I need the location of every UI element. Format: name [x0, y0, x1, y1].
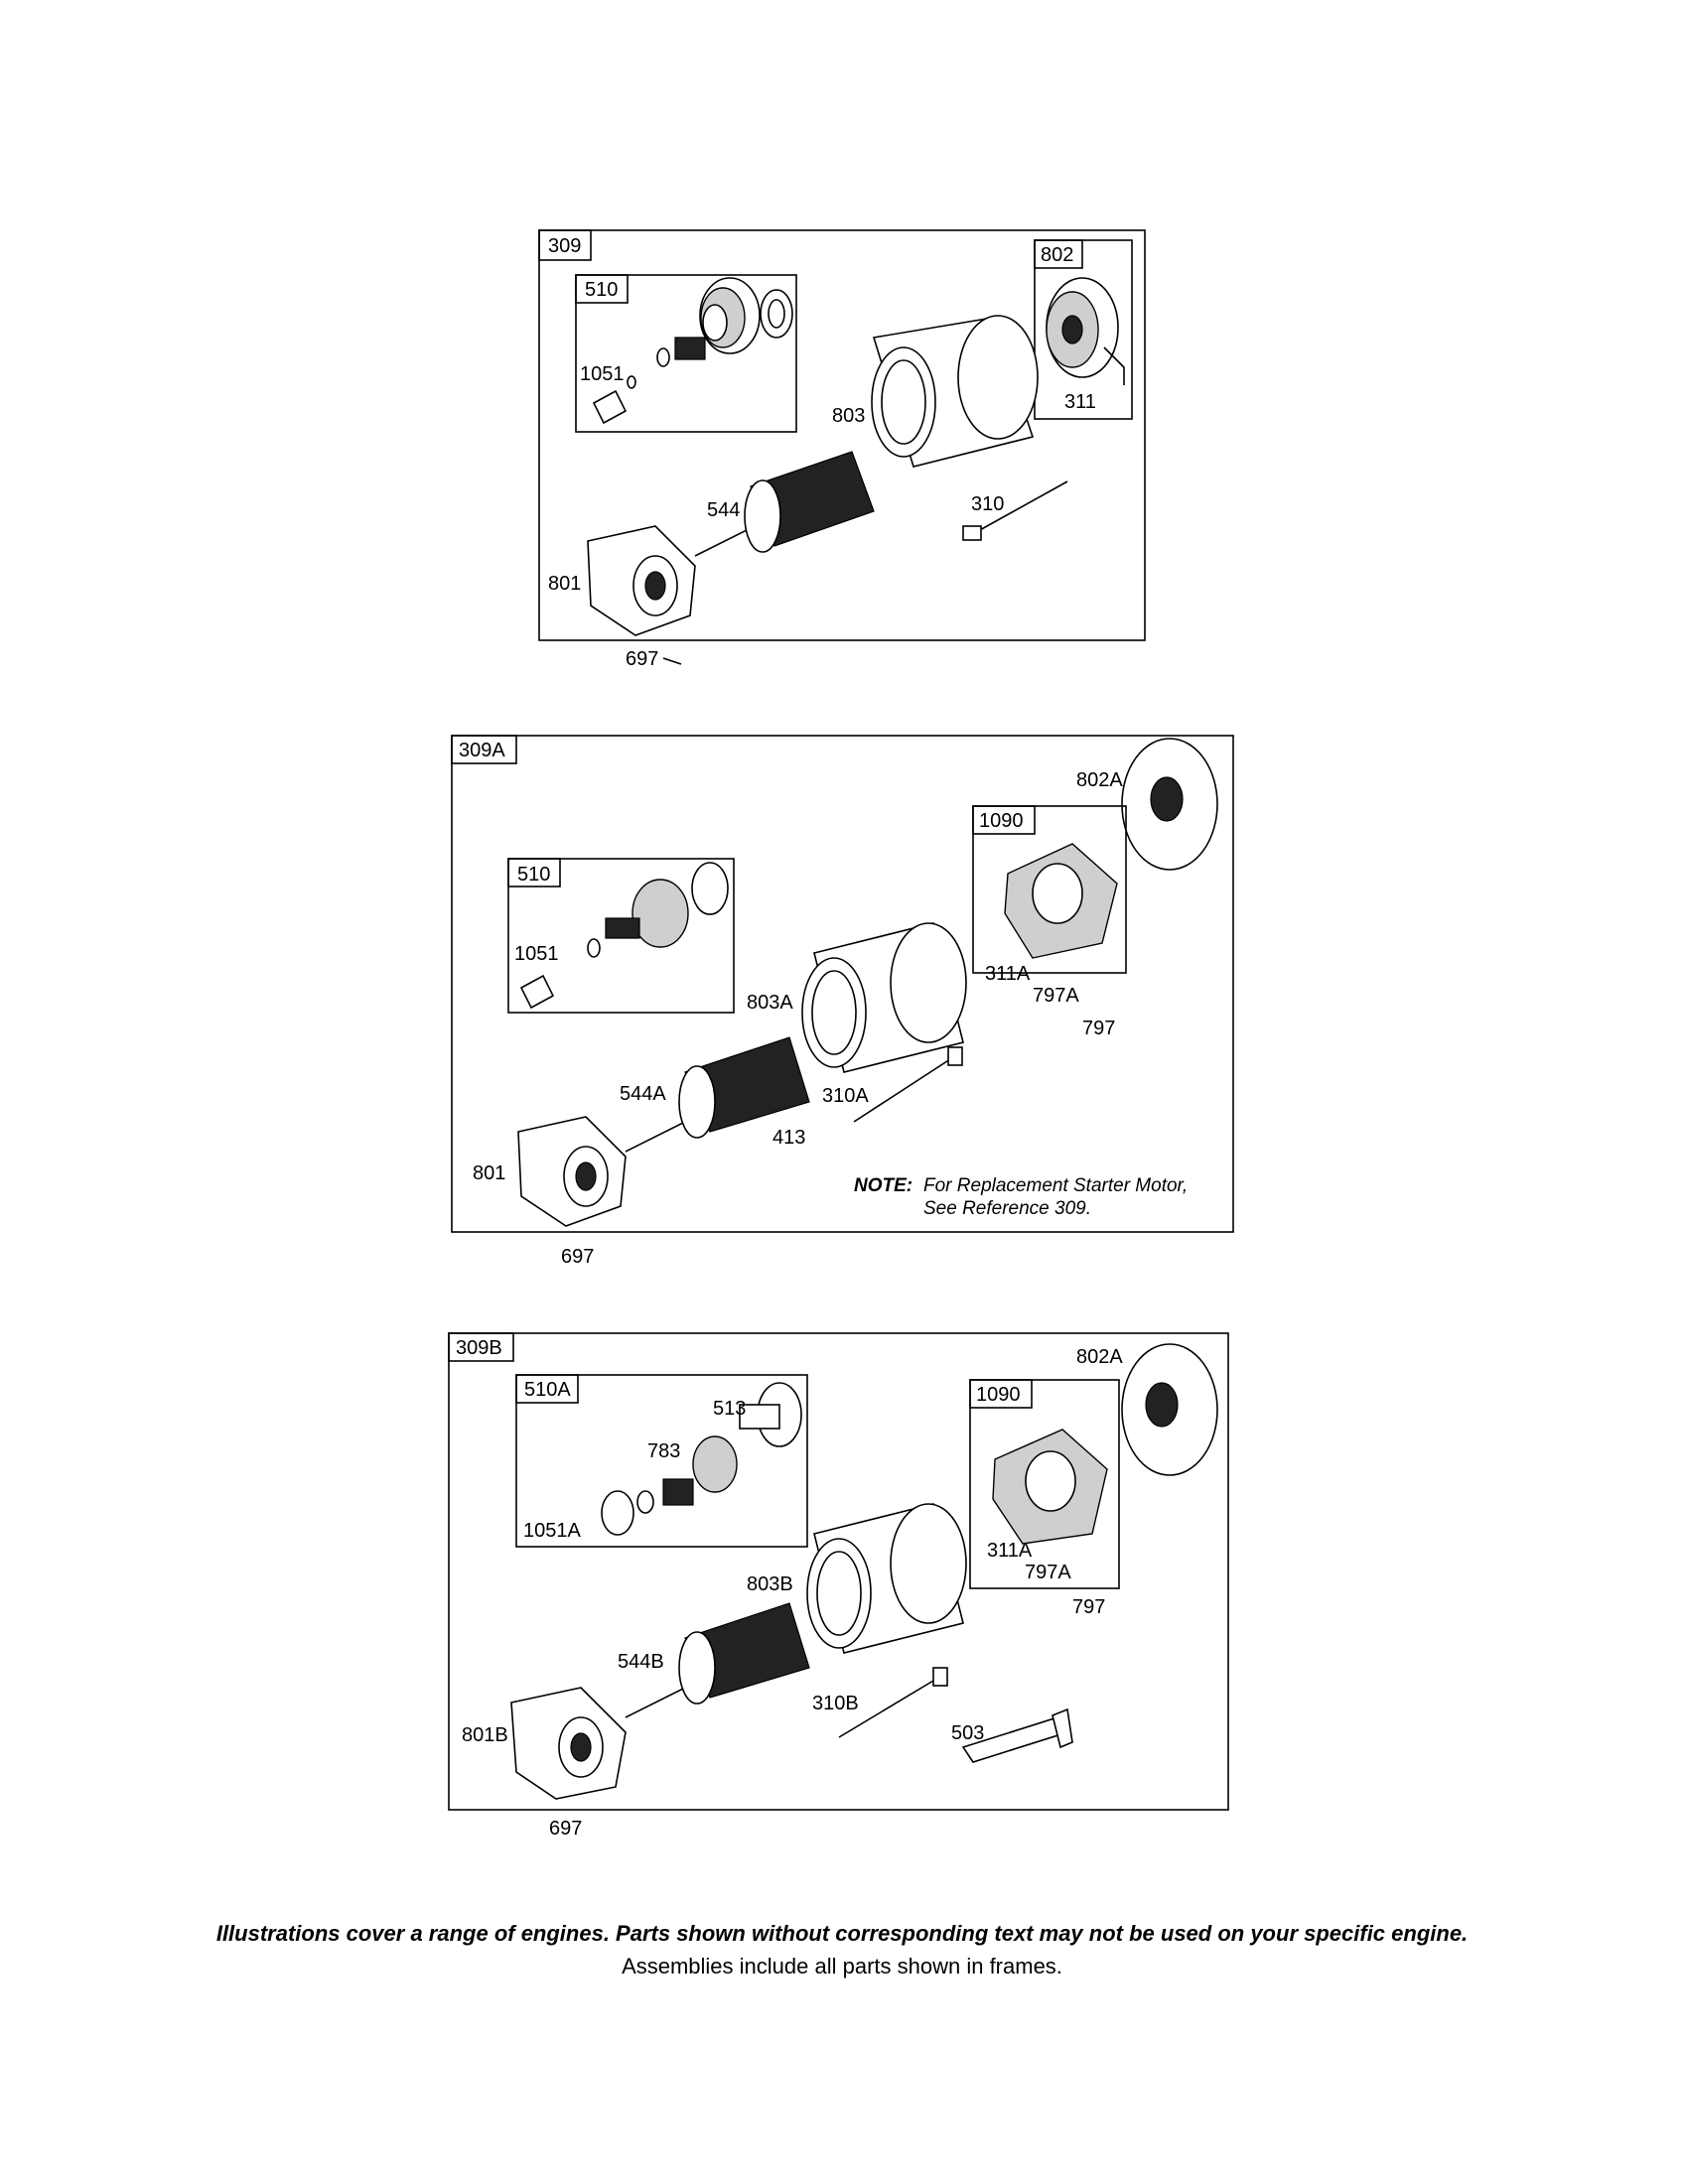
ref-309A: 309A: [459, 740, 505, 761]
callout-802A-b: 802A: [1076, 1346, 1123, 1368]
end-plate-802A-drawing: [1121, 738, 1218, 871]
subframe-1090: [972, 805, 1127, 974]
frame-309A: [451, 735, 1234, 1233]
subframe-tag-802: [1034, 239, 1083, 269]
pinion-drive-a-drawing: [519, 862, 729, 1010]
callout-544: 544: [707, 499, 740, 521]
subframe-510: [575, 274, 797, 433]
bracket-801-a-drawing: [517, 1116, 627, 1227]
subframe-510-a: [507, 858, 735, 1014]
armature-drawing: [694, 451, 875, 557]
armature-544A-drawing: [625, 1036, 810, 1153]
callout-311: 311: [1064, 391, 1096, 413]
note-label: NOTE:: [854, 1175, 912, 1196]
callout-801B: 801B: [462, 1724, 508, 1746]
callout-802: 802: [1041, 244, 1073, 266]
subframe-tag-1090: [972, 805, 1036, 835]
brush-holder-drawing: [1004, 843, 1118, 959]
brush-holder-b-drawing: [992, 1429, 1108, 1545]
bracket-801-drawing: [587, 525, 696, 636]
callout-803: 803: [832, 405, 865, 427]
pinion-drive-510A-drawing: [601, 1382, 802, 1536]
callout-797A: 797A: [1033, 985, 1079, 1007]
callout-311A-b: 311A: [987, 1540, 1033, 1562]
callout-783: 783: [647, 1440, 680, 1462]
diagram-309B: 309B 802A 510A 513 783 1051A 1090 311A: [448, 1332, 1229, 1840]
subframe-510A: [515, 1374, 808, 1548]
bolt-310B-drawing: [838, 1667, 948, 1738]
callout-544B: 544B: [618, 1651, 664, 1673]
note-line-1: For Replacement Starter Motor,: [923, 1175, 1188, 1196]
housing-803A-drawing: [801, 922, 967, 1073]
callout-697-a: 697: [561, 1246, 594, 1268]
frame-309: [538, 229, 1146, 641]
callout-802A: 802A: [1076, 769, 1123, 791]
callout-510-a: 510: [517, 864, 550, 886]
end-plate-802A-b-drawing: [1121, 1343, 1218, 1476]
callout-803A: 803A: [747, 992, 793, 1014]
callout-413: 413: [772, 1127, 805, 1149]
callout-1051A: 1051A: [523, 1520, 581, 1542]
callout-697: 697: [626, 648, 658, 670]
housing-drawing: [871, 315, 1039, 468]
frame-309B: [448, 1332, 1229, 1811]
plate-503-drawing: [961, 1707, 1073, 1763]
subframe-tag-510-a: [507, 858, 561, 887]
diagram-309A: 309A 802A 1090 311A 797A 510 1051: [451, 735, 1234, 1268]
callout-801-a: 801: [473, 1162, 505, 1184]
bolt-310A-drawing: [853, 1046, 963, 1123]
housing-803B-drawing: [806, 1503, 967, 1654]
armature-544B-drawing: [625, 1602, 810, 1718]
callout-801: 801: [548, 573, 581, 595]
callout-1051-a: 1051: [514, 943, 559, 965]
ref-309B: 309B: [456, 1337, 502, 1359]
callout-311A: 311A: [985, 963, 1031, 985]
end-cap-drawing: [1046, 277, 1125, 385]
bracket-801B-drawing: [510, 1687, 627, 1800]
frame-tag-309: [538, 229, 592, 261]
diagram-309: 309 510 1051 802 311: [538, 229, 1146, 670]
subframe-tag-1090-b: [969, 1379, 1033, 1409]
callout-697-b: 697: [549, 1818, 582, 1840]
frame-tag-309A: [451, 735, 517, 764]
callout-1051: 1051: [580, 363, 625, 385]
note-line-2: See Reference 309.: [923, 1198, 1091, 1219]
callout-510: 510: [585, 279, 618, 301]
callout-797: 797: [1082, 1018, 1115, 1039]
callout-310A: 310A: [822, 1085, 869, 1107]
subframe-tag-510A: [515, 1374, 579, 1404]
callout-797A-b: 797A: [1025, 1562, 1071, 1583]
footer-disclaimer: Illustrations cover a range of engines. …: [215, 1921, 1469, 1946]
subframe-802: [1034, 239, 1133, 420]
frame-tag-309B: [448, 1332, 514, 1362]
footer-assemblies-note: Assemblies include all parts shown in fr…: [622, 1954, 1062, 1979]
screw-697-drawing: [662, 657, 682, 665]
pinion-drive-drawing: [592, 277, 793, 425]
callout-803B: 803B: [747, 1573, 793, 1595]
callout-1090: 1090: [979, 810, 1024, 832]
subframe-1090-b: [969, 1379, 1120, 1589]
callout-310B: 310B: [812, 1693, 859, 1714]
callout-513: 513: [713, 1398, 746, 1420]
subframe-tag-510: [575, 274, 629, 304]
callout-503: 503: [951, 1722, 984, 1744]
bolt-310-drawing: [962, 480, 1068, 541]
callout-310: 310: [971, 493, 1004, 515]
callout-544A: 544A: [620, 1083, 666, 1105]
callout-797-b: 797: [1072, 1596, 1105, 1618]
callout-510A: 510A: [524, 1379, 571, 1401]
ref-309: 309: [548, 235, 581, 257]
callout-1090-b: 1090: [976, 1384, 1021, 1406]
